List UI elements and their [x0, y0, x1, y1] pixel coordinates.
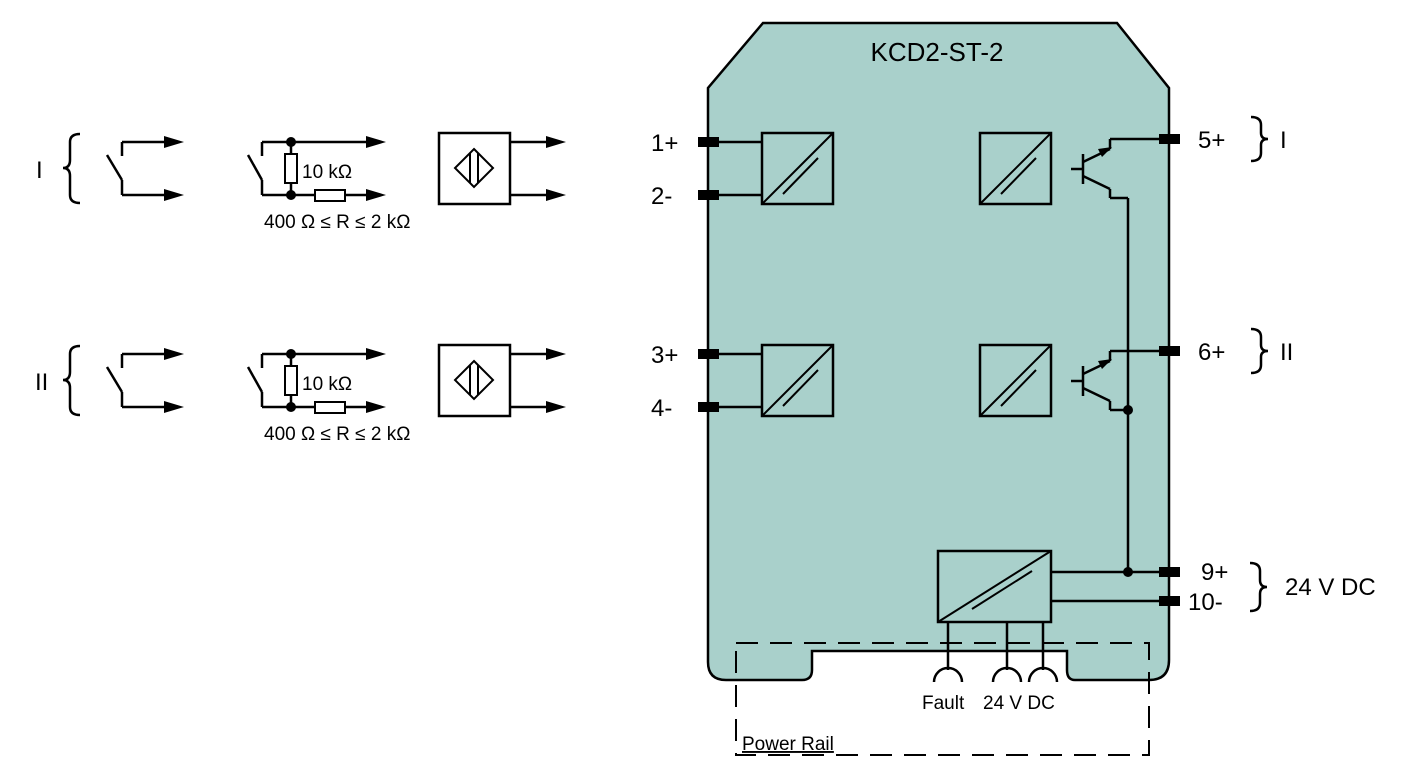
- proximity-sensor-2: [437, 343, 566, 418]
- resistor-series-label-2: 400 Ω ≤ R ≤ 2 kΩ: [264, 424, 410, 445]
- resistor-parallel-label-2: 10 kΩ: [302, 374, 352, 395]
- terminal-4: [698, 402, 719, 412]
- device-title: KCD2-ST-2: [871, 37, 1004, 67]
- resistor-parallel-label: 10 kΩ: [302, 162, 352, 183]
- power-supply-block: [932, 549, 1169, 683]
- resistor-series-label: 400 Ω ≤ R ≤ 2 kΩ: [264, 212, 410, 233]
- terminal-5: [1159, 134, 1180, 144]
- channel-1-label: I: [36, 157, 43, 184]
- transistor-1: [1071, 137, 1169, 200]
- junction-dot: [1123, 405, 1133, 415]
- terminal-5-label: 5+: [1198, 127, 1225, 154]
- output-1-label: I: [1280, 127, 1287, 154]
- terminal-1: [698, 137, 719, 147]
- resistor-network-contact-2: [246, 348, 386, 414]
- power-rail-outline: [735, 642, 1150, 756]
- power-rail-label: Power Rail: [742, 734, 834, 755]
- brace-supply: [1249, 561, 1268, 613]
- brace-output-2: [1250, 327, 1269, 375]
- fault-label: Fault: [922, 693, 965, 714]
- mechanical-contact-1: [105, 136, 184, 201]
- channel-2-label: II: [35, 369, 48, 396]
- output-isolator-1: [978, 131, 1053, 206]
- terminal-3-label: 3+: [651, 342, 678, 369]
- device-housing: [706, 21, 1171, 682]
- brace-output-1: [1250, 115, 1269, 163]
- terminal-6: [1159, 346, 1180, 356]
- terminal-9-label: 9+: [1201, 559, 1228, 586]
- terminal-10: [1159, 596, 1180, 606]
- mechanical-contact-2: [105, 348, 184, 413]
- brace-input-2: [62, 344, 81, 417]
- terminal-1-label: 1+: [651, 130, 678, 157]
- terminal-4-label: 4-: [651, 395, 672, 422]
- terminal-9: [1159, 567, 1180, 577]
- terminal-2: [698, 190, 719, 200]
- output-2-label: II: [1280, 339, 1293, 366]
- proximity-sensor-1: [437, 131, 566, 206]
- output-isolator-2: [978, 343, 1053, 418]
- terminal-3: [698, 349, 719, 359]
- resistor-network-contact-1: [246, 136, 386, 202]
- terminal-2-label: 2-: [651, 183, 672, 210]
- input-isolator-1: [708, 131, 835, 206]
- terminal-6-label: 6+: [1198, 339, 1225, 366]
- brace-input-1: [62, 132, 81, 205]
- rail-supply-label: 24 V DC: [983, 693, 1055, 714]
- supply-label: 24 V DC: [1285, 574, 1376, 601]
- terminal-10-label: 10-: [1188, 589, 1223, 616]
